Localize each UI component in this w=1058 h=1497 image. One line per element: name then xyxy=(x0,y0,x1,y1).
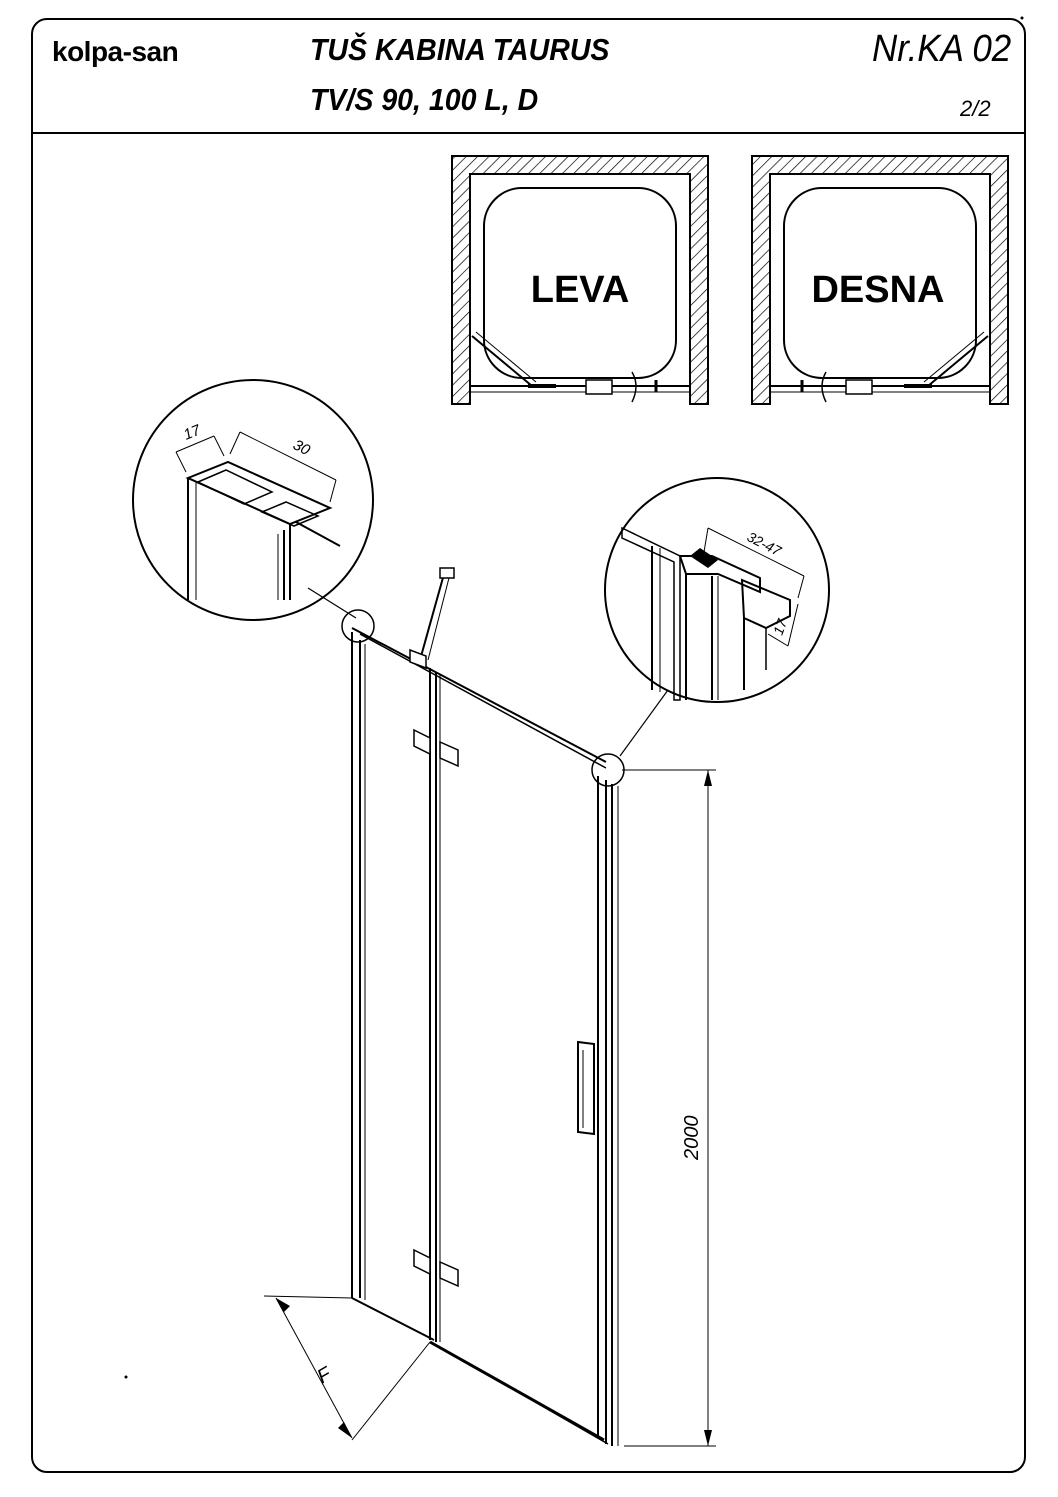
right-version-label: DESNA xyxy=(811,269,944,311)
height-dimension: 2000 xyxy=(681,1116,703,1162)
document-number: Nr.KA 02 xyxy=(872,28,1012,70)
detail-top-profile: 17 30 xyxy=(132,379,374,621)
brand-logo: kolpa-san xyxy=(52,36,179,67)
product-title: TUŠ KABINA TAURUS xyxy=(310,32,610,67)
left-version-label: LEVA xyxy=(531,269,630,311)
profile-width-dim: 30 xyxy=(290,436,313,459)
depth-dimension: F xyxy=(314,1362,337,1388)
drawing-frame xyxy=(31,18,1026,1473)
plan-view-left: LEVA xyxy=(451,155,709,405)
product-model: TV/S 90, 100 L, D xyxy=(310,82,539,117)
shower-enclosure-view: 2000 F xyxy=(263,567,716,1447)
page-number: 2/2 xyxy=(960,96,991,121)
profile-side-depth-dim: 17 xyxy=(770,616,791,637)
profile-depth-dim: 17 xyxy=(181,421,203,443)
header-divider xyxy=(31,132,1026,134)
plan-view-right: DESNA xyxy=(751,155,1009,405)
detail-side-profile: 32-47 17 xyxy=(604,477,830,757)
